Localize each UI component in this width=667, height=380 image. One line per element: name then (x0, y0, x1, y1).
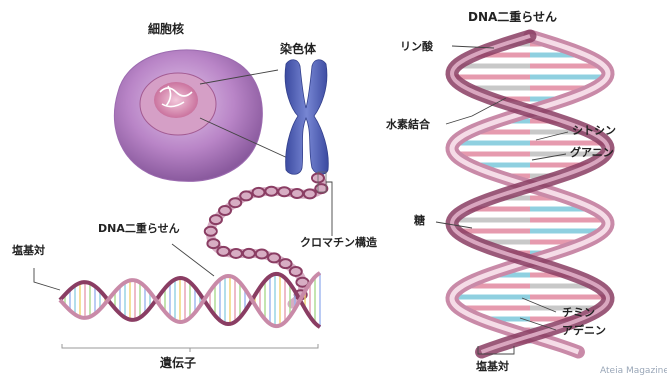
dna-double-helix-label-left: DNA二重らせん (98, 222, 180, 236)
gene-label: 遺伝子 (160, 356, 196, 370)
base-pair-label-right: 塩基対 (476, 360, 509, 374)
adenine-label: アデニン (562, 324, 606, 338)
sugar-label: 糖 (414, 214, 425, 228)
base-pair-label-left: 塩基対 (12, 244, 45, 258)
cell-nucleus (114, 50, 292, 182)
thymine-label: チミン (562, 306, 595, 320)
credit-watermark: Ateia Magazine (600, 366, 667, 376)
backbone-strand (452, 36, 608, 352)
phosphate-label: リン酸 (400, 40, 433, 54)
left-double-helix (60, 273, 320, 327)
guanine-label: グアニン (570, 146, 614, 160)
chromosome (285, 60, 328, 175)
dna-double-helix-title: DNA二重らせん (468, 10, 557, 24)
backbone-highlight (452, 36, 608, 352)
right-double-helix (452, 36, 608, 352)
hydrogen-bond-label: 水素結合 (386, 118, 430, 132)
gene-bracket (62, 344, 318, 352)
cytosine-label: シトシン (572, 124, 616, 138)
nucleus-label: 細胞核 (148, 22, 184, 36)
chromosome-label: 染色体 (280, 42, 316, 56)
backbone-strand (452, 36, 608, 352)
chromatin-label: クロマチン構造 (300, 236, 377, 250)
backbone-highlight (452, 36, 608, 352)
